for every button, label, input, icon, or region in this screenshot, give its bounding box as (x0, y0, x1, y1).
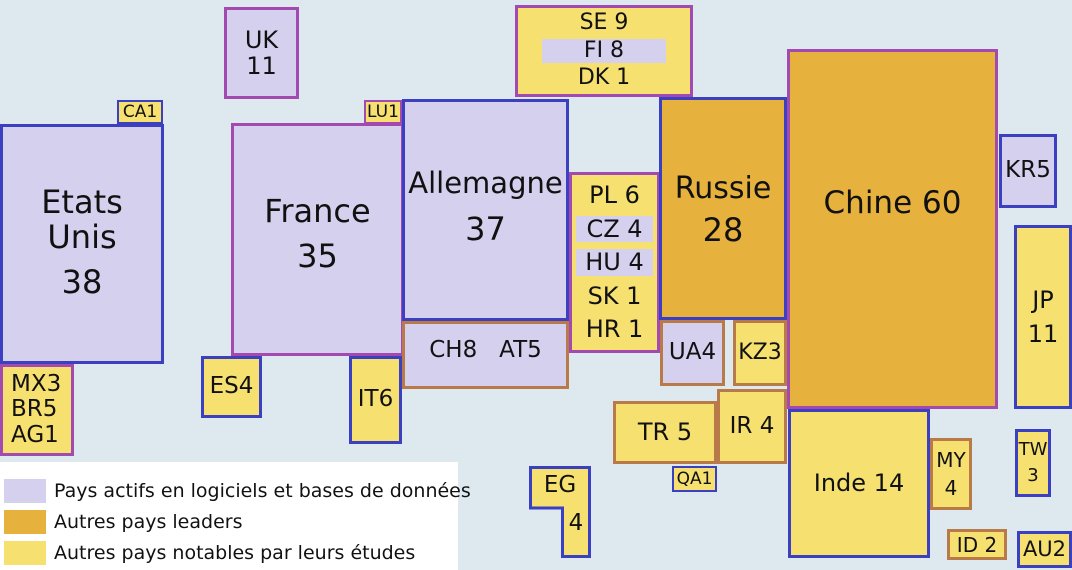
country-value: 28 (702, 211, 744, 249)
country-label: KZ3 (738, 339, 782, 365)
country-label: ID 2 (956, 532, 998, 557)
country-value: 37 (465, 209, 506, 248)
group-central-europe: PL 6 CZ 4 HU 4 SK 1 HR 1 (569, 172, 660, 353)
country-value: 38 (61, 263, 103, 302)
country-uk: UK 11 (224, 7, 299, 99)
country-label: TR 5 (637, 418, 693, 447)
country-value: 4 (944, 476, 958, 500)
country-name: MY (936, 448, 966, 472)
country-value: 3 (1027, 465, 1039, 486)
country-russia: Russie 28 (659, 97, 787, 320)
country-ua: UA4 (660, 320, 725, 386)
legend-item-notable: Autres pays notables par leurs études (4, 540, 415, 566)
legend-swatch (4, 479, 46, 503)
country-hu: HU 4 (576, 249, 653, 276)
country-kz: KZ3 (733, 320, 787, 386)
legend-item-software: Pays actifs en logiciels et bases de don… (4, 478, 471, 504)
country-name: JP (1032, 285, 1054, 314)
country-fi: FI 8 (542, 38, 666, 64)
country-india: Inde 14 (788, 409, 930, 558)
country-au: AU2 (1017, 531, 1072, 568)
country-eg-shape (529, 466, 591, 558)
legend-swatch (4, 541, 46, 565)
country-label: IR 4 (729, 412, 775, 439)
country-value: 35 (297, 237, 338, 276)
country-id: ID 2 (947, 529, 1007, 560)
country-label: Inde 14 (813, 469, 905, 498)
country-china: Chine 60 (787, 49, 998, 409)
country-label: QA1 (676, 468, 713, 489)
country-mx: MX3 (11, 371, 62, 398)
country-usa: Etats Unis 38 (0, 124, 164, 364)
country-eg: EG 4 (529, 466, 591, 558)
country-value: 4 (568, 510, 584, 536)
country-value: 11 (1027, 320, 1059, 348)
country-name: TW (1018, 439, 1048, 461)
legend-item-leaders: Autres pays leaders (4, 509, 242, 535)
country-label: AU2 (1022, 536, 1067, 561)
legend-swatch (4, 510, 46, 534)
country-label: CA1 (122, 101, 158, 122)
country-name: Etats Unis (41, 183, 123, 257)
country-ag: AG1 (11, 421, 59, 448)
country-tr: TR 5 (613, 401, 717, 464)
country-label: KR5 (1005, 157, 1051, 184)
country-cz: CZ 4 (576, 215, 653, 242)
legend-label: Autres pays notables par leurs études (54, 542, 416, 564)
legend-label: Autres pays leaders (54, 511, 243, 533)
country-name: France (264, 192, 371, 230)
country-dk: DK 1 (577, 65, 631, 91)
country-es: ES4 (201, 356, 262, 418)
country-france: France 35 (231, 123, 404, 356)
country-label: Chine 60 (823, 185, 962, 221)
country-se: SE 9 (579, 10, 629, 36)
country-name: EG (543, 472, 577, 498)
country-jp: JP 11 (1014, 225, 1072, 409)
country-label: LU1 (367, 101, 399, 122)
country-label: IT6 (357, 386, 394, 413)
country-lu: LU1 (364, 100, 402, 124)
country-qa: QA1 (672, 466, 717, 492)
country-label: UA4 (668, 339, 717, 366)
country-my: MY 4 (930, 438, 972, 510)
country-label: ES4 (209, 373, 254, 400)
country-br: BR5 (11, 396, 58, 423)
country-name: Russie (674, 171, 772, 206)
country-label: UK 11 (244, 25, 279, 80)
group-ch-at: CH8 AT5 (402, 321, 569, 389)
country-hr: HR 1 (585, 315, 644, 344)
country-tw: TW 3 (1015, 429, 1051, 497)
country-name: Allemagne (408, 166, 563, 200)
country-ir: IR 4 (717, 389, 787, 464)
country-ca: CA1 (117, 100, 163, 124)
group-americas: MX3 BR5 AG1 (0, 364, 74, 456)
country-kr: KR5 (999, 134, 1057, 208)
country-ch-at: CH8 AT5 (429, 337, 542, 363)
legend-label: Pays actifs en logiciels et bases de don… (54, 480, 471, 502)
group-nordic: SE 9 FI 8 DK 1 (515, 5, 693, 97)
country-sk: SK 1 (587, 281, 642, 310)
country-germany: Allemagne 37 (402, 99, 569, 321)
country-pl: PL 6 (589, 181, 640, 210)
legend: Pays actifs en logiciels et bases de don… (0, 462, 471, 570)
country-it: IT6 (349, 356, 402, 444)
